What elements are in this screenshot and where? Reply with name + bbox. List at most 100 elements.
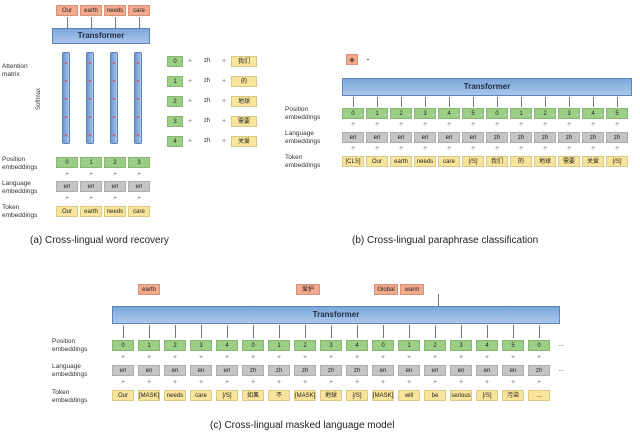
connector-line xyxy=(539,325,540,338)
plus-sign: + xyxy=(250,379,256,386)
attention-dot xyxy=(137,62,139,64)
attention-dot xyxy=(89,98,91,100)
plus-sign: + xyxy=(350,121,356,128)
zh-language-cell: zh xyxy=(203,58,211,64)
attention-dot xyxy=(65,134,67,136)
position-cell: 3 xyxy=(450,340,472,351)
token-cell: 需要 xyxy=(558,156,580,167)
position-embeddings-label: Position embeddings xyxy=(52,338,88,353)
plus-sign: + xyxy=(198,354,204,361)
plus-sign: + xyxy=(136,195,142,202)
position-cell: 4 xyxy=(438,108,460,119)
output-token: care xyxy=(128,5,150,16)
plus-sign: + xyxy=(64,171,70,178)
plus-sign: + xyxy=(422,121,428,128)
token-cell: needs xyxy=(414,156,436,167)
plus-sign: + xyxy=(494,145,500,152)
attention-dot xyxy=(113,62,115,64)
zh-language-cell: zh xyxy=(203,98,211,104)
plus-sign: + xyxy=(422,145,428,152)
plus-sign: + xyxy=(187,98,193,105)
caption-c: (c) Cross-lingual masked language model xyxy=(210,420,395,431)
plus-sign: + xyxy=(566,121,572,128)
plus-sign: + xyxy=(536,354,542,361)
transformer-block: Transformer xyxy=(342,78,632,96)
position-cell: 5 xyxy=(502,340,524,351)
language-cell: en xyxy=(216,365,238,376)
zh-position-cell: 3 xyxy=(167,116,183,127)
token-cell: needs xyxy=(104,206,126,217)
language-cell: en xyxy=(80,181,102,192)
position-cell: 2 xyxy=(390,108,412,119)
connector-line xyxy=(461,325,462,338)
zh-position-cell: 0 xyxy=(167,56,183,67)
connector-line xyxy=(401,97,402,107)
zh-language-cell: zh xyxy=(203,78,211,84)
token-cell: 地球 xyxy=(320,390,342,401)
token-cell: Our xyxy=(112,390,134,401)
position-cell: 0 xyxy=(372,340,394,351)
connector-line xyxy=(569,97,570,107)
position-cell: 4 xyxy=(476,340,498,351)
plus-sign: + xyxy=(398,145,404,152)
token-cell: needs xyxy=(164,390,186,401)
language-cell: en xyxy=(390,132,412,143)
connector-line xyxy=(331,325,332,338)
plus-sign: + xyxy=(276,354,282,361)
plus-sign: + xyxy=(518,121,524,128)
output-token: earth xyxy=(80,5,102,16)
plus-sign: + xyxy=(590,145,596,152)
plus-sign: + xyxy=(458,379,464,386)
connector-line xyxy=(487,325,488,338)
connector-line xyxy=(497,97,498,107)
language-cell: zh xyxy=(534,132,556,143)
connector-line xyxy=(201,325,202,338)
connector-line xyxy=(593,97,594,107)
token-cell: 地球 xyxy=(534,156,556,167)
zh-position-cell: 4 xyxy=(167,136,183,147)
language-cell: en xyxy=(104,181,126,192)
connector-line xyxy=(279,325,280,338)
position-cell: 5 xyxy=(462,108,484,119)
plus-sign: + xyxy=(542,121,548,128)
connector-line xyxy=(115,17,116,28)
plus-sign: + xyxy=(518,145,524,152)
attention-dot xyxy=(137,116,139,118)
language-cell: en xyxy=(164,365,186,376)
position-cell: 2 xyxy=(164,340,186,351)
plus-sign: + xyxy=(350,145,356,152)
language-cell: en xyxy=(372,365,394,376)
softmax-label: Softmax xyxy=(36,87,42,110)
plus-sign: + xyxy=(221,118,227,125)
connector-line xyxy=(227,325,228,338)
token-cell: 的 xyxy=(510,156,532,167)
attention-dot xyxy=(65,116,67,118)
plus-sign: + xyxy=(406,379,412,386)
plus-sign: + xyxy=(446,145,452,152)
plus-sign: + xyxy=(187,58,193,65)
plus-sign: + xyxy=(328,379,334,386)
language-cell: en xyxy=(342,132,364,143)
position-cell: 0 xyxy=(528,340,550,351)
plus-sign: + xyxy=(510,379,516,386)
token-cell: Our xyxy=(366,156,388,167)
token-cell: be xyxy=(424,390,446,401)
plus-sign: + xyxy=(542,145,548,152)
plus-sign: + xyxy=(614,121,620,128)
attention-dot xyxy=(113,116,115,118)
attention-dot xyxy=(137,98,139,100)
attention-dot xyxy=(113,98,115,100)
plus-sign: + xyxy=(221,138,227,145)
plus-sign: + xyxy=(354,354,360,361)
plus-sign: + xyxy=(187,118,193,125)
language-embeddings-label: Language embeddings xyxy=(52,363,88,378)
connector-line xyxy=(175,325,176,338)
language-cell: zh xyxy=(486,132,508,143)
connector-line xyxy=(438,294,439,306)
output-token: earth xyxy=(138,284,160,295)
position-cell: 3 xyxy=(320,340,342,351)
position-embeddings-label: Position embeddings xyxy=(285,106,321,121)
connector-line xyxy=(383,325,384,338)
plus-sign: + xyxy=(380,379,386,386)
position-cell: 1 xyxy=(268,340,290,351)
